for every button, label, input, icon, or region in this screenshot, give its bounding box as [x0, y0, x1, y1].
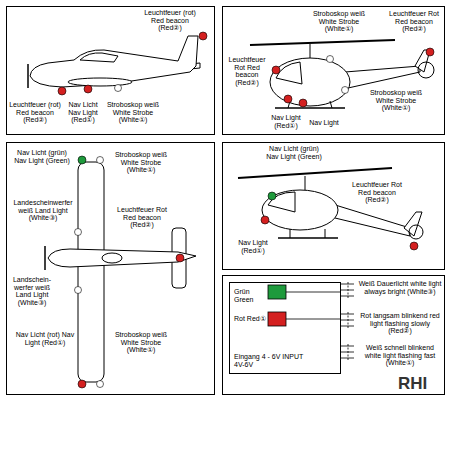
light-dots — [75, 156, 185, 388]
light-module: Grün GreenRot Red① Eingang 4 - 6V INPUT 4… — [229, 282, 341, 374]
light-label: Nav Light — [307, 119, 341, 127]
light-label: Stroboskop weiß White Strobe (White①) — [311, 10, 367, 33]
light-label: Weiß schnell blinkend white light flashi… — [358, 344, 442, 367]
light-dots — [58, 32, 207, 95]
light-label: Landescheinwerfer weiß Land Light (White… — [11, 199, 75, 222]
light-label: Nav Licht (grün) Nav Light (Green) — [11, 149, 73, 164]
light-label: Leuchtfeuer Rot Red beacon (Red②) — [227, 56, 267, 86]
light-label: Rot langsam blinkend red light flashing … — [358, 312, 442, 335]
airplane-top — [45, 162, 196, 382]
figure-panel: Stroboskop weiß White Strobe (White①) Leu… — [222, 6, 445, 135]
light-label: Leuchtfeuer Rot Red beacon (Red②) — [386, 10, 442, 33]
light-label: Nav Licht Nav Light (Red①) — [63, 101, 103, 124]
light-module-wiring — [268, 282, 354, 360]
light-label: Nav Light (Red①) — [233, 239, 273, 254]
helicopter-side — [238, 168, 423, 239]
light-label: Leuchtfeuer (rot) Red beacon (Red②) — [9, 101, 61, 124]
figure-panel: Leuchtfeuer (rot) Red beacon (Red②) Leuch… — [6, 6, 215, 135]
light-label: Leuchtfeuer Rot Red beacon (Red②) — [346, 181, 408, 204]
light-label: Nav Licht (grün) Nav Light (Green) — [263, 145, 325, 160]
light-label: Nav Licht (rot) Nav Light (Red①) — [15, 331, 75, 346]
module-label: Eingang 4 - 6V INPUT 4V-6V — [234, 353, 306, 368]
light-label: Stroboskop weiß White Strobe (White①) — [111, 331, 171, 354]
light-label: Weiß Dauerlicht white light always brigh… — [358, 280, 442, 295]
light-dots — [261, 192, 418, 250]
figure-panel: Nav Licht (grün) Nav Light (Green) Strobo… — [6, 142, 215, 395]
light-label: Landschein- werfer weiß Land Light (Whit… — [11, 276, 53, 306]
watermark: RHI — [398, 375, 427, 392]
airplane-side — [28, 36, 200, 88]
light-label: Nav Light (Red①) — [269, 114, 303, 129]
module-label: Grün Green — [234, 288, 266, 303]
light-label: Stroboskop weiß White Strobe (White①) — [111, 151, 171, 174]
module-label: Rot Red① — [234, 315, 266, 323]
figure-panel: Nav Licht (grün) Nav Light (Green) Leucht… — [222, 142, 445, 270]
light-label: Stroboskop weiß White Strobe (White①) — [366, 89, 426, 112]
light-label: Leuchtfeuer Rot Red beacon (Red②) — [113, 206, 171, 229]
light-label: Leuchtfeuer (rot) Red beacon (Red②) — [139, 9, 201, 32]
light-label: Stroboskop weiß White Strobe (White①) — [105, 101, 161, 124]
